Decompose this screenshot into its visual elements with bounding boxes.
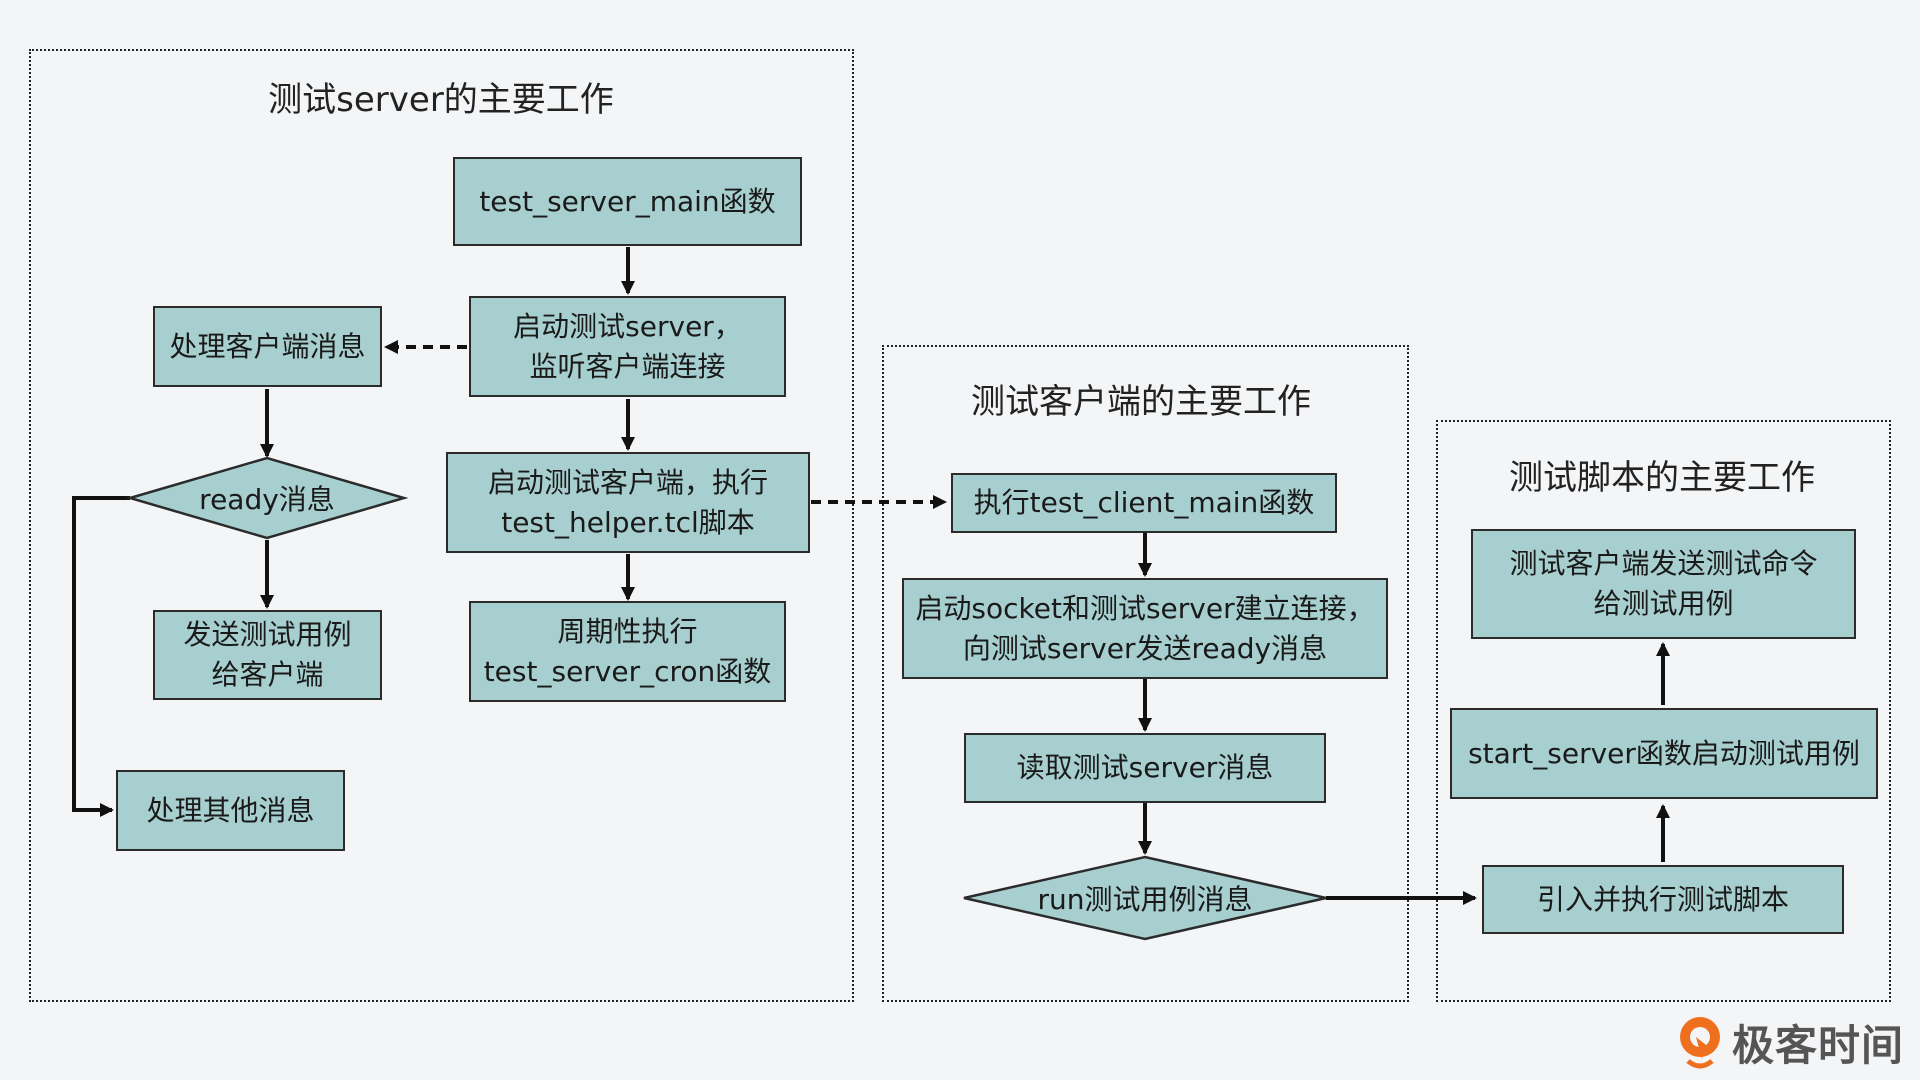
script-panel-title: 测试脚本的主要工作: [1509, 458, 1815, 498]
brand-name: 极客时间: [1732, 1021, 1905, 1070]
script-panel: [1436, 420, 1891, 1002]
import-execute-script-node: 引入并执行测试脚本: [1482, 865, 1844, 934]
node-label: 处理客户端消息: [169, 329, 366, 363]
handle-client-message-node: 处理客户端消息: [153, 306, 382, 387]
launch-test-client-node: 启动测试客户端，执行 test_helper.tcl脚本: [446, 452, 810, 553]
arrow-ready-to-other: [72, 496, 130, 817]
send-test-command-node: 测试客户端发送测试命令 给测试用例: [1471, 529, 1856, 639]
test-client-main-node: 执行test_client_main函数: [951, 473, 1337, 533]
node-label: 执行test_client_main函数: [973, 486, 1315, 519]
periodic-cron-node: 周期性执行 test_server_cron函数: [469, 601, 786, 702]
server-panel: [29, 49, 854, 1002]
node-label: 测试客户端发送测试命令 给测试用例: [1509, 547, 1818, 620]
node-label: 读取测试server消息: [1016, 751, 1274, 784]
test-server-main-node: test_server_main函数: [453, 157, 802, 246]
node-label: 发送测试用例 给客户端: [183, 618, 352, 691]
client-panel: [882, 345, 1409, 1002]
ready-message-label: ready消息: [199, 483, 335, 516]
node-label: 启动socket和测试server建立连接， 向测试server发送ready消…: [915, 591, 1375, 665]
send-test-case-node: 发送测试用例 给客户端: [153, 610, 382, 700]
server-panel-title: 测试server的主要工作: [268, 80, 614, 120]
client-panel-title: 测试客户端的主要工作: [971, 382, 1311, 422]
geektime-logo-icon: [1680, 1016, 1720, 1068]
node-label: 启动测试server， 监听客户端连接: [513, 309, 742, 383]
node-label: 引入并执行测试脚本: [1536, 882, 1789, 916]
read-server-message-node: 读取测试server消息: [964, 733, 1326, 803]
node-label: 周期性执行 test_server_cron函数: [483, 614, 772, 688]
node-label: start_server函数启动测试用例: [1468, 736, 1860, 770]
start-test-server-node: 启动测试server， 监听客户端连接: [469, 296, 786, 397]
run-test-case-message-label: run测试用例消息: [1037, 883, 1253, 916]
socket-connect-node: 启动socket和测试server建立连接， 向测试server发送ready消…: [902, 578, 1388, 679]
node-label: test_server_main函数: [479, 184, 776, 218]
handle-other-message-node: 处理其他消息: [116, 770, 345, 851]
node-label: 启动测试客户端，执行 test_helper.tcl脚本: [487, 465, 768, 539]
start-server-node: start_server函数启动测试用例: [1450, 708, 1878, 799]
node-label: 处理其他消息: [146, 793, 315, 827]
brand-logo: 极客时间: [1676, 1012, 1904, 1073]
ready-diamond: [125, 456, 409, 540]
run-diamond: [963, 855, 1327, 941]
